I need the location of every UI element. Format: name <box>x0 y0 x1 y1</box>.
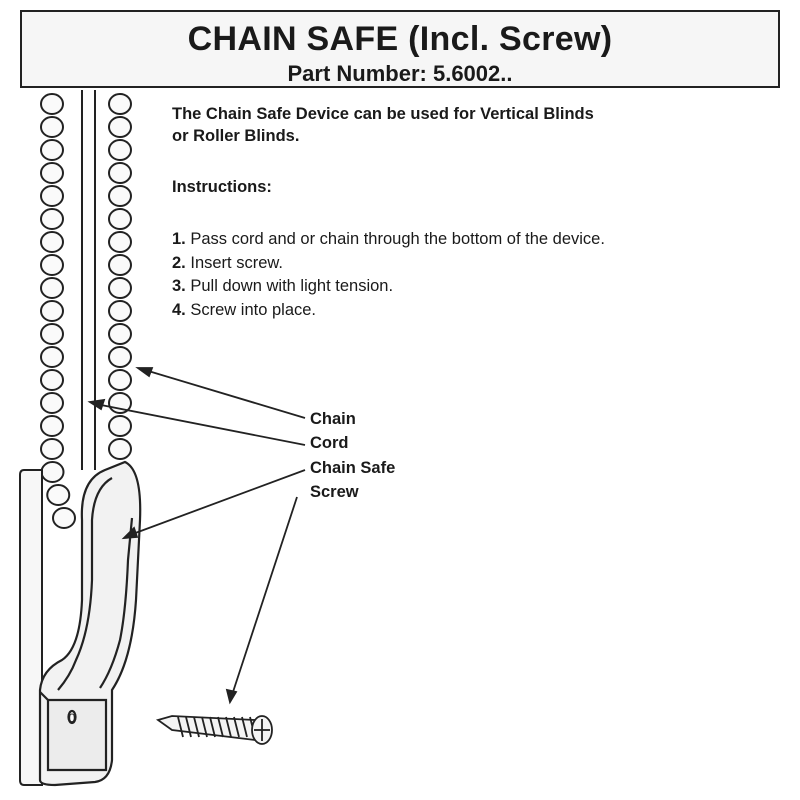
callout-chain: Chain <box>310 410 356 428</box>
slot-label: 0 <box>69 711 76 725</box>
chain-bead <box>108 300 132 322</box>
cord-arrow <box>95 403 306 446</box>
chain-bead <box>108 162 132 184</box>
callout-chain-safe: Chain Safe <box>310 459 396 477</box>
chain-bead <box>108 438 132 460</box>
chain-bead <box>40 116 64 138</box>
screw-thread <box>193 716 200 738</box>
chain-bead <box>40 93 64 115</box>
chain-bead <box>40 208 64 230</box>
step-text: Pull down with light tension. <box>190 277 394 295</box>
chain-bead <box>40 461 65 483</box>
chain-bead <box>40 392 64 414</box>
chain-bead <box>40 231 64 253</box>
step-item: 1. Pass cord and or chain through the bo… <box>172 228 605 252</box>
page-title: CHAIN SAFE (Incl. Screw) <box>187 20 613 58</box>
chain-bead <box>108 139 132 161</box>
chain-bead <box>108 415 132 437</box>
chain-bead <box>52 507 76 529</box>
screw-thread <box>241 716 248 738</box>
chain-bead <box>108 93 132 115</box>
chain-safe-device <box>38 460 142 787</box>
step-number: 2. <box>172 253 186 272</box>
chain-arrowhead <box>135 367 154 378</box>
part-number: Part Number: 5.6002.. <box>287 61 513 86</box>
chain-bead <box>108 369 132 391</box>
intro-line-2: or Roller Blinds. <box>172 127 300 145</box>
chain-right-illustration <box>108 93 132 460</box>
screw-thread <box>225 716 232 738</box>
step-number: 4. <box>172 300 186 319</box>
chain-bead <box>40 254 64 276</box>
chain-bead <box>108 323 132 345</box>
chain-bead <box>40 139 64 161</box>
chain-bead <box>108 254 132 276</box>
chain-bead <box>40 438 64 460</box>
screw-arrowhead <box>225 688 238 705</box>
chain-bead <box>108 116 132 138</box>
chain-bead <box>40 277 64 299</box>
step-text: Screw into place. <box>190 300 317 319</box>
step-item: 3. Pull down with light tension. <box>172 275 605 299</box>
step-number: 3. <box>172 277 186 295</box>
chain-left-illustration <box>40 93 76 529</box>
cord-arrowhead <box>87 398 106 411</box>
screw-thread <box>217 716 224 738</box>
callout-cord: Cord <box>310 434 349 452</box>
intro-text: The Chain Safe Device can be used for Ve… <box>172 103 772 147</box>
chain-bead <box>40 162 64 184</box>
step-text: Insert screw. <box>190 253 283 272</box>
chain-arrow <box>144 369 306 419</box>
chain-bead <box>108 231 132 253</box>
chain-bead <box>40 300 64 322</box>
step-item: 4. Screw into place. <box>172 299 605 323</box>
screw-thread <box>233 716 240 738</box>
chain-bead <box>108 346 132 368</box>
screw-thread <box>201 716 208 738</box>
chain-bead <box>40 323 64 345</box>
chain-bead <box>40 346 64 368</box>
instruction-steps: 1. Pass cord and or chain through the bo… <box>172 228 605 322</box>
chain-bead <box>40 185 64 207</box>
instructions-heading: Instructions: <box>172 178 272 196</box>
chain-bead <box>108 185 132 207</box>
callout-arrows <box>87 367 306 705</box>
screw-thread <box>177 716 184 738</box>
callout-screw: Screw <box>310 483 359 501</box>
intro-line-1: The Chain Safe Device can be used for Ve… <box>172 105 594 123</box>
wall-plate <box>19 469 43 786</box>
step-text: Pass cord and or chain through the botto… <box>190 230 605 248</box>
screw-thread <box>185 716 192 738</box>
chain-bead <box>46 484 71 506</box>
title-box: CHAIN SAFE (Incl. Screw) Part Number: 5.… <box>20 10 780 88</box>
chain-bead <box>108 208 132 230</box>
chain-bead <box>108 277 132 299</box>
step-number: 1. <box>172 230 186 248</box>
cord-illustration <box>81 90 96 470</box>
chain-safe-arrowhead <box>121 526 139 540</box>
chain-safe-arrow <box>129 469 306 536</box>
chain-bead <box>40 369 64 391</box>
screw-arrow <box>231 496 298 696</box>
screw-thread <box>209 716 216 738</box>
chain-bead <box>40 415 64 437</box>
screw-illustration <box>155 715 273 745</box>
step-item: 2. Insert screw. <box>172 252 605 276</box>
